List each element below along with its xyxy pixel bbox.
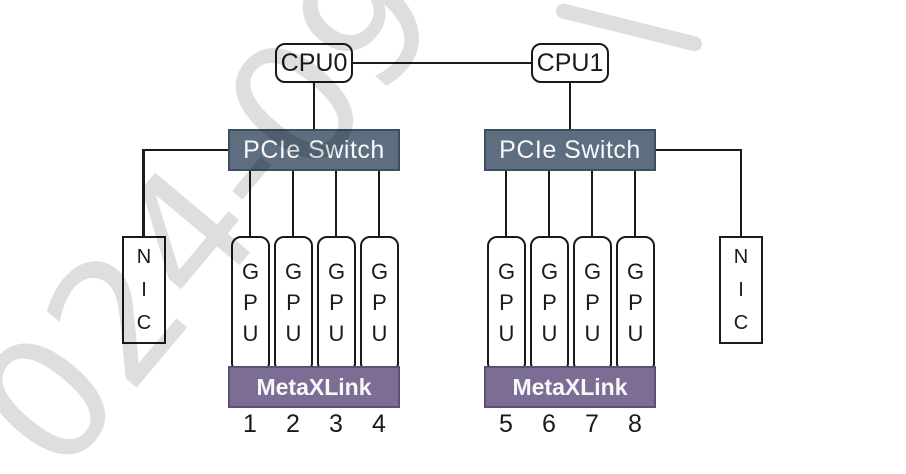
gpu-node-5: GPU: [486, 236, 526, 369]
switch-right-nic-line-vertical: [739, 149, 742, 238]
gpu-3-label: GPU: [324, 259, 349, 352]
nic-right-node: NIC: [719, 236, 763, 345]
gpu-5-label: GPU: [494, 259, 519, 352]
gpu-number-3: 3: [329, 410, 343, 438]
gpu-number-8: 8: [628, 410, 642, 438]
switch-right-gpu8-line: [633, 169, 637, 238]
metaxlink-left-bar: MetaXLink: [228, 366, 400, 408]
cpu0-cpu1-link-line: [350, 61, 533, 65]
switch-left-gpu1-line: [248, 169, 252, 238]
gpu-2-label: GPU: [281, 259, 306, 352]
switch-right-gpu5-line: [504, 169, 508, 238]
nic-right-label: NIC: [730, 246, 752, 345]
gpu-1-label: GPU: [238, 259, 263, 352]
pcie-switch-left: PCIe Switch: [228, 129, 400, 171]
cpu0-switch-line: [312, 81, 316, 131]
gpu-node-1: GPU: [230, 236, 270, 369]
gpu-6-label: GPU: [537, 259, 562, 352]
gpu-7-label: GPU: [580, 259, 605, 352]
gpu-number-2: 2: [286, 410, 300, 438]
metaxlink-left-label: MetaXLink: [256, 373, 372, 400]
gpu-numbers-right: 5 6 7 8: [485, 410, 657, 440]
cpu1-switch-line: [568, 81, 572, 131]
switch-left-gpu2-line: [291, 169, 295, 238]
pcie-switch-right-label: PCIe Switch: [499, 135, 641, 164]
switch-right-nic-line-horizontal: [654, 148, 742, 152]
gpu-number-4: 4: [372, 410, 386, 438]
cpu0-label: CPU0: [280, 48, 348, 77]
switch-right-gpu6-line: [547, 169, 551, 238]
gpu-node-2: GPU: [273, 236, 313, 369]
switch-left-nic-line-vertical: [142, 149, 145, 238]
pcie-switch-left-label: PCIe Switch: [243, 135, 385, 164]
gpu-node-8: GPU: [615, 236, 655, 369]
gpu-number-5: 5: [499, 410, 513, 438]
cpu1-node: CPU1: [531, 43, 609, 83]
cpu0-node: CPU0: [275, 43, 353, 83]
metaxlink-right-bar: MetaXLink: [484, 366, 656, 408]
gpu-node-3: GPU: [316, 236, 356, 369]
cpu1-label: CPU1: [536, 48, 604, 77]
metaxlink-right-label: MetaXLink: [512, 373, 628, 400]
nic-left-node: NIC: [122, 236, 166, 345]
gpu-node-4: GPU: [359, 236, 399, 369]
switch-left-gpu4-line: [377, 169, 381, 238]
switch-left-nic-line-horizontal: [142, 148, 230, 152]
gpu-node-6: GPU: [529, 236, 569, 369]
switch-left-gpu3-line: [334, 169, 338, 238]
nic-left-label: NIC: [133, 246, 155, 345]
gpu-number-1: 1: [243, 410, 257, 438]
gpu-node-7: GPU: [572, 236, 612, 369]
gpu-number-7: 7: [585, 410, 599, 438]
switch-right-gpu7-line: [590, 169, 594, 238]
gpu-number-6: 6: [542, 410, 556, 438]
gpu-4-label: GPU: [367, 259, 392, 352]
gpu-8-label: GPU: [623, 259, 648, 352]
gpu-numbers-left: 1 2 3 4: [229, 410, 401, 440]
pcie-switch-right: PCIe Switch: [484, 129, 656, 171]
